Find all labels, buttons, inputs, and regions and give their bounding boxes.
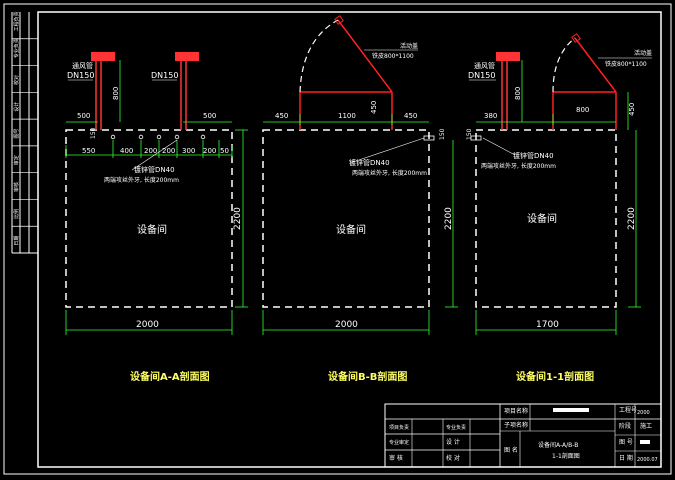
left-strip: 日期 比例 审核 审定 图号 设计 校对 专业负责 工程负责 [11, 11, 38, 254]
left-strip-label: 工程负责 [13, 11, 20, 31]
dim-200c-a: 200 [203, 147, 216, 155]
dim-400-a: 400 [120, 147, 133, 155]
dim-50-a: 50 [220, 147, 229, 155]
tb-r3-c1: 审 核 [389, 454, 403, 462]
project-no-label: 工程号 [619, 406, 637, 414]
left-strip-label: 专业负责 [13, 38, 20, 58]
title-block: 项目名称 工程号 2000 子项名称 项目负责 专业负责 专业审定 设 计 审 … [384, 403, 662, 468]
dim-500-left-a: 500 [77, 112, 90, 120]
width-dim-b: 2000 [335, 320, 358, 330]
tb-r2-c3: 设 计 [446, 438, 460, 446]
vent-pipe-2 [175, 52, 199, 130]
width-dim-c: 1700 [536, 320, 559, 330]
tb-r3-c3: 校 对 [446, 454, 460, 462]
left-strip-label: 校对 [13, 75, 20, 85]
caption-c: 设备间1-1剖面图 [516, 370, 594, 383]
hatch-label-c: 活动盖 [634, 49, 652, 57]
pipe-label-b: 镀锌管DN40 [349, 158, 390, 167]
vent-size-a2: DN150 [151, 71, 178, 80]
stage-label: 阶段 [619, 422, 631, 430]
vent-pipe-3 [496, 52, 520, 130]
room-label-c: 设备间 [527, 212, 557, 225]
left-strip-label: 图号 [14, 128, 20, 138]
section-a: 通风管 DN150 DN150 800 500 500 150 [65, 52, 248, 383]
pipe-note-c: 两端攻丝外牙, 长度200mm [481, 162, 556, 170]
inner-frame [37, 11, 662, 468]
dim-300-a: 300 [182, 147, 195, 155]
sheet-value-bar [640, 440, 650, 444]
project-value-bar [553, 408, 589, 412]
dim-380-c: 380 [484, 112, 497, 120]
left-strip-label: 日期 [14, 236, 20, 246]
dim-150-c: 150 [466, 128, 473, 140]
tb-r2-c1: 专业审定 [389, 439, 409, 446]
hatch-size-c: 铁皮800*1100 [605, 60, 647, 68]
dim-200a-a: 200 [144, 147, 157, 155]
left-strip-label: 比例 [13, 209, 20, 219]
stage-value: 施工 [640, 422, 652, 430]
room-outline-a [65, 129, 233, 308]
vent-pipe-1 [91, 52, 115, 130]
pipe-note-a: 两端攻丝外牙, 长度200mm [104, 176, 179, 184]
pipe-label-a: 镀锌管DN40 [134, 165, 175, 174]
vent-label-a1: 通风管 [72, 61, 93, 70]
left-strip-label: 审定 [13, 155, 20, 165]
dim-450-right-b: 450 [404, 112, 417, 120]
tb-r1-c1: 项目负责 [389, 424, 409, 431]
dim-vent-height-c: 800 [514, 87, 522, 100]
left-strip-label: 设计 [13, 102, 20, 112]
dim-450-vert-c: 450 [628, 103, 636, 116]
drawing-label: 图 名 [504, 446, 518, 454]
dim-150-a: 150 [90, 127, 97, 139]
subproject-label: 子项名称 [504, 421, 528, 429]
project-label: 项目名称 [504, 407, 528, 415]
vent-label-c: 通风管 [474, 61, 495, 70]
project-no-value: 2000 [637, 410, 650, 416]
caption-a: 设备间A-A剖面图 [130, 370, 210, 383]
dim-800-c: 800 [576, 106, 589, 114]
dim-200b-a: 200 [162, 147, 175, 155]
pipe-note-b: 两端攻丝外牙, 长度200mm [352, 169, 427, 177]
section-c: 通风管 DN150 800 活动盖 铁皮800*1100 380 800 450… [466, 33, 652, 383]
hatch-size-b: 铁皮800*1100 [372, 52, 414, 60]
room-label-a: 设备间 [137, 223, 167, 236]
drawing-title-1: 设备间A-A/B-B [538, 441, 578, 449]
height-dim-b: 2200 [444, 207, 454, 230]
drawing-title-2: 1-1剖面图 [552, 452, 580, 460]
left-strip-label: 审核 [13, 182, 20, 192]
sheet-label: 图 号 [619, 439, 633, 446]
width-dim-a: 2000 [136, 320, 159, 330]
dim-550-a: 550 [82, 147, 95, 155]
dim-450-vert-b: 450 [370, 101, 378, 114]
height-dim-a: 2200 [233, 207, 243, 230]
section-b: 活动盖 铁皮800*1100 450 1100 450 450 150 镀锌管D… [262, 15, 458, 383]
room-label-b: 设备间 [336, 223, 366, 236]
pipe-holes-a [110, 134, 206, 140]
dim-150-b: 150 [439, 128, 446, 140]
hatch-c [552, 33, 617, 130]
vent-size-a1: DN150 [67, 71, 94, 80]
room-outline-b [262, 129, 430, 308]
dim-vent-height-a: 800 [112, 87, 120, 100]
outer-frame [3, 3, 672, 475]
room-outline-c [475, 129, 617, 308]
date-label: 日 期 [619, 454, 633, 462]
vent-size-c: DN150 [468, 71, 495, 80]
tb-r1-c3: 专业负责 [446, 424, 466, 431]
date-value: 2000.07 [637, 457, 658, 463]
dim-450-left-b: 450 [275, 112, 288, 120]
caption-b: 设备间B-B剖面图 [328, 370, 407, 383]
pipe-label-c: 镀锌管DN40 [513, 151, 554, 160]
height-dim-c: 2200 [627, 207, 637, 230]
hatch-label-b: 活动盖 [400, 42, 418, 50]
dim-500-right-a: 500 [203, 112, 216, 120]
dim-1100-b: 1100 [338, 112, 356, 120]
